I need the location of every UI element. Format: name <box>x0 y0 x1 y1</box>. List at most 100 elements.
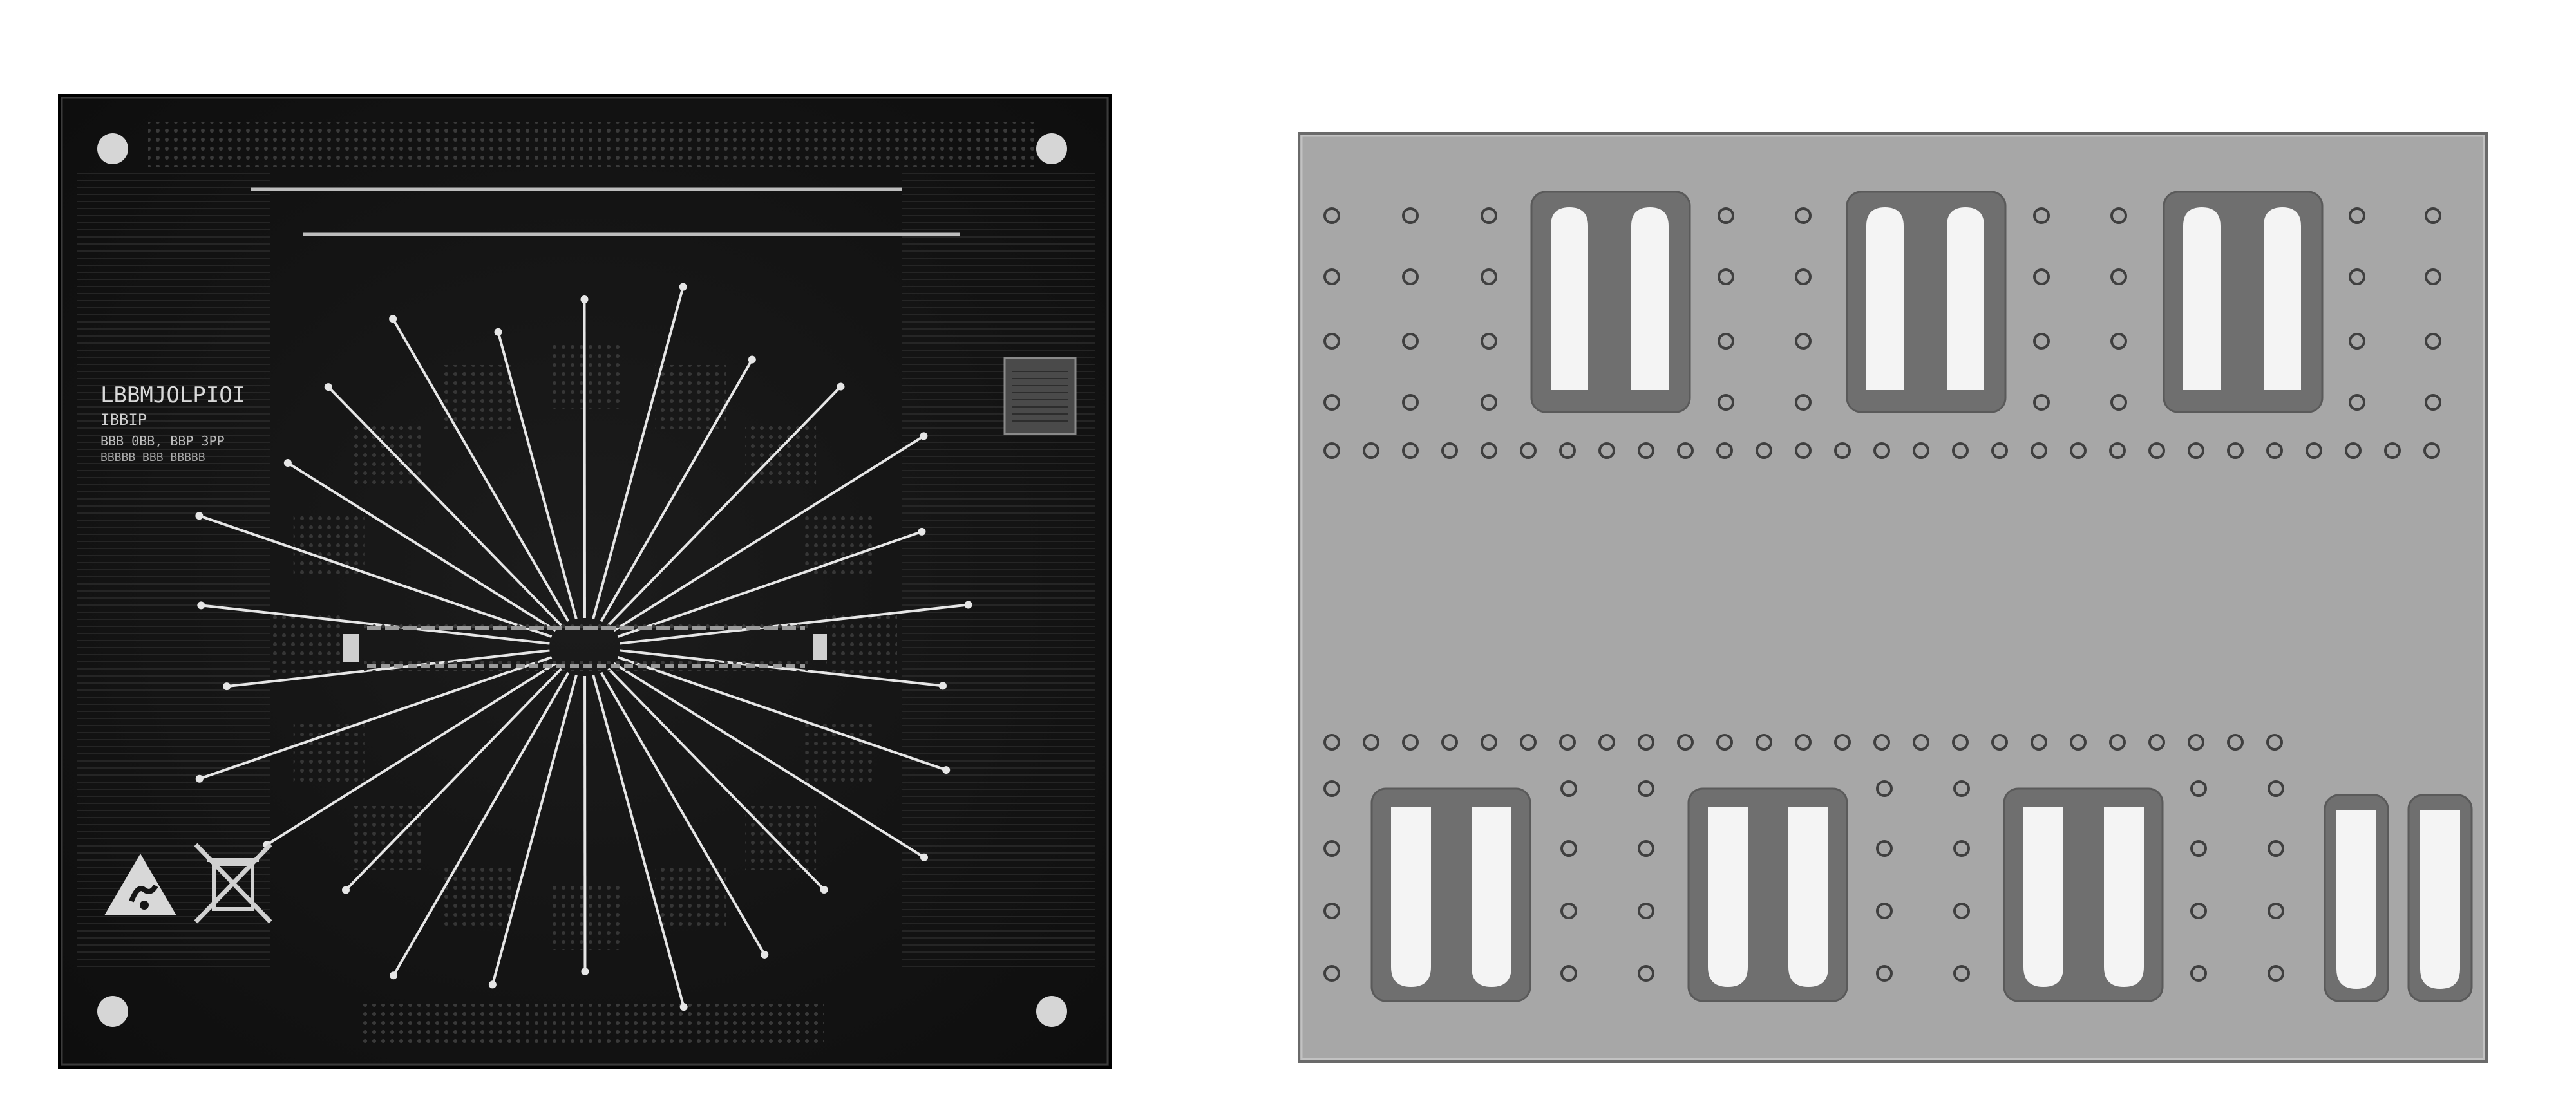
plate-edge-highlight <box>1300 135 2485 1060</box>
plate-hole <box>1560 840 1577 857</box>
plate-hole <box>2190 780 2207 797</box>
plate-hole <box>1559 442 1576 459</box>
plate-hole <box>2033 268 2050 285</box>
plate-hole <box>1876 903 1893 919</box>
plate-hole <box>1560 965 1577 982</box>
plate-hole <box>2349 394 2365 411</box>
plate-hole <box>2306 442 2322 459</box>
plate-hole <box>1481 268 1497 285</box>
contact-blade <box>1947 207 1984 390</box>
plate-hole <box>1876 965 1893 982</box>
plate-hole <box>2227 734 2244 751</box>
plate-hole <box>2070 734 2087 751</box>
radial-trace <box>392 671 570 977</box>
plate-hole <box>1795 268 1812 285</box>
plate-hole <box>1481 333 1497 350</box>
plate-hole <box>1402 333 1419 350</box>
plate-hole <box>2109 442 2126 459</box>
mounting-hole-top-right <box>1036 133 1067 164</box>
trace-end-pad <box>341 886 350 894</box>
plate-hole <box>1402 394 1419 411</box>
contact-blade <box>1866 207 1904 390</box>
plate-hole <box>1559 734 1576 751</box>
trace-end-pad <box>488 980 497 989</box>
radial-trace <box>497 332 578 619</box>
radial-trace <box>491 675 578 985</box>
plate-hole <box>2425 394 2441 411</box>
plate-hole <box>2110 268 2127 285</box>
plate-hole <box>1638 734 1654 751</box>
plate-hole <box>2190 965 2207 982</box>
silkscreen-line-4: BBBBB BBB BBBBB <box>100 451 205 464</box>
contact-blade <box>2104 807 2144 987</box>
pcb-via-row-bottom <box>361 1004 824 1043</box>
label-chip-print <box>1012 370 1068 422</box>
silkscreen-line-3: BBB 0BB, BBP 3PP <box>100 433 225 449</box>
plate-hole <box>1560 903 1577 919</box>
contact-blade <box>2420 810 2460 989</box>
via-cluster <box>272 615 343 679</box>
plate-hole <box>2148 734 2165 751</box>
plate-hole <box>1638 442 1654 459</box>
radial-trace <box>607 386 842 626</box>
radial-trace <box>613 435 925 632</box>
contact-blade <box>2336 810 2376 989</box>
plate-hole <box>1953 903 1970 919</box>
plate-hole <box>2033 333 2050 350</box>
plate-hole <box>1481 734 1497 751</box>
radial-trace <box>617 656 947 771</box>
trace-end-pad <box>679 1003 688 1011</box>
weee-crossed-bin-icon <box>194 843 272 924</box>
plate-hole <box>1323 840 1340 857</box>
radial-trace <box>617 530 923 638</box>
mounting-hole-bottom-right <box>1036 996 1067 1027</box>
contact-blade <box>2023 807 2063 987</box>
plate-hole <box>2384 442 2401 459</box>
trace-end-pad <box>964 601 972 609</box>
plate-hole <box>1323 734 1340 751</box>
plate-hole <box>2268 780 2284 797</box>
pcb-edge-highlight <box>61 97 1109 1066</box>
plate-hole <box>1716 734 1733 751</box>
plate-hole <box>1834 442 1851 459</box>
plate-hole <box>1756 442 1772 459</box>
plate-hole <box>1953 840 1970 857</box>
plate-hole <box>2190 903 2207 919</box>
via-cluster <box>655 865 726 930</box>
plate-hole <box>1402 734 1419 751</box>
plate-hole <box>1795 394 1812 411</box>
plate-hole <box>1323 442 1340 459</box>
esd-warning-icon <box>104 854 176 915</box>
radial-trace <box>392 318 570 623</box>
plate-hole <box>2031 442 2047 459</box>
contact-blade <box>1391 807 1431 987</box>
radial-trace <box>345 668 562 891</box>
silkscreen-line-1: LBBMJOLPIOI <box>100 382 245 408</box>
plate-hole <box>1520 442 1537 459</box>
plate-hole <box>1441 442 1458 459</box>
plate-hole <box>1952 734 1969 751</box>
plate-hole <box>1718 333 1734 350</box>
trace-end-pad <box>761 950 769 959</box>
via-cluster <box>443 865 515 930</box>
plate-hole <box>1952 442 1969 459</box>
plate-hole <box>2425 333 2441 350</box>
contact-blade <box>1708 807 1748 987</box>
plate-hole <box>1323 333 1340 350</box>
via-cluster <box>805 718 876 783</box>
silkscreen-line-2: IBBIP <box>100 411 147 429</box>
trace-end-pad <box>195 512 204 520</box>
contact-blade <box>2183 207 2221 390</box>
center-pad-end-right <box>813 634 827 660</box>
plate-hole <box>1520 734 1537 751</box>
contact-blade <box>1788 807 1828 987</box>
radial-trace <box>607 668 826 891</box>
plate-slots <box>1370 191 2473 1002</box>
via-cluster <box>745 424 817 489</box>
plate-hole <box>2266 734 2283 751</box>
radial-trace <box>199 656 553 780</box>
plate-hole <box>2268 840 2284 857</box>
plate-hole <box>1834 734 1851 751</box>
pcb-line-field-left <box>77 167 270 972</box>
plate-hole <box>1953 780 1970 797</box>
